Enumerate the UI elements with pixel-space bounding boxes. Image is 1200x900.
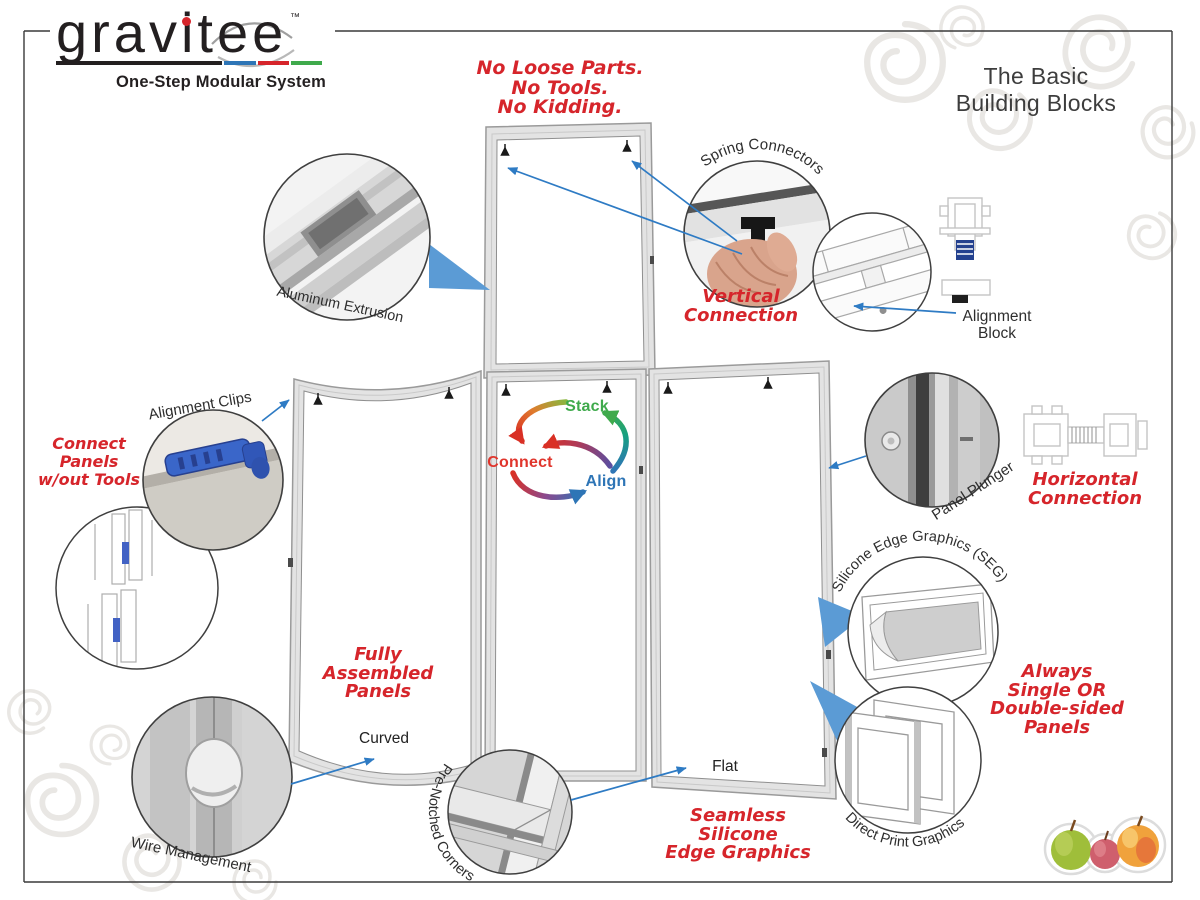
- logo-underline-red: [258, 60, 289, 65]
- orange-apple: [1117, 815, 1159, 867]
- top-panel: [483, 122, 656, 379]
- wire-management-circle: [131, 696, 293, 858]
- pre-notched-corners-circle: [447, 749, 573, 875]
- always-panels-label: Always Single OR Double-sided Panels: [990, 661, 1124, 738]
- alignment-clips-arrow: [261, 399, 290, 422]
- wire-management-line: [290, 757, 375, 785]
- horizontal-connection-label: Horizontal Connection: [1027, 469, 1143, 509]
- logo-underline-black: [56, 61, 222, 65]
- slogan-line-3: No Kidding.: [497, 96, 623, 118]
- logo-underline-green: [291, 60, 322, 65]
- vertical-connection-label: Vertical Connection: [683, 286, 799, 326]
- spring-arrow-left: [507, 167, 743, 255]
- logo-brand: gravitee: [56, 1, 288, 64]
- page-title-line-2: Building Blocks: [955, 89, 1117, 116]
- alignment-block-circle: [812, 212, 932, 332]
- red-apple: [1090, 830, 1120, 869]
- slogan: No Loose Parts. No Tools. No Kidding.: [476, 57, 644, 118]
- green-apple: [1051, 819, 1091, 870]
- direct-print-circle: [834, 686, 982, 834]
- connector-arrows: [261, 160, 957, 801]
- seamless-seg-label: Seamless Silicone Edge Graphics: [665, 805, 811, 863]
- alignment-block-label: Alignment Block: [962, 308, 1032, 342]
- logo-trademark: ™: [290, 12, 300, 23]
- connect-panels-label: Connect Panels w/out Tools: [37, 434, 141, 489]
- curved-panel-label: Curved: [359, 730, 409, 747]
- right-panel: [648, 360, 837, 800]
- vertical-connection-drawing: [939, 197, 991, 303]
- clip-diagram-circle: [55, 506, 219, 670]
- spring-arrow-right: [631, 160, 738, 242]
- logo-i-dot: [182, 17, 191, 26]
- fully-assembled-label: Fully Assembled Panels: [322, 644, 434, 702]
- alignment-block-arrow: [853, 302, 957, 314]
- seg-wedge: [818, 597, 864, 647]
- curved-panel: [288, 369, 482, 786]
- pre-notched-arrow: [570, 766, 687, 801]
- cycle-align-label: Align: [585, 473, 627, 490]
- logo-underline-blue: [224, 60, 256, 65]
- horizontal-connection-drawing: [1023, 405, 1148, 465]
- center-panel: [484, 368, 647, 782]
- aluminum-extrusion-circle: [263, 153, 431, 321]
- detail-circles: [55, 153, 1000, 875]
- seg-circle: [847, 556, 999, 708]
- apples-graphic: [1043, 815, 1167, 876]
- page-title-line-1: The Basic: [983, 63, 1089, 89]
- page-title: The Basic Building Blocks: [956, 63, 1116, 116]
- panel-plunger-arrow: [828, 455, 867, 470]
- spring-connector-pins: [313, 140, 773, 405]
- logo-tagline: One-Step Modular System: [116, 73, 326, 91]
- slogan-line-2: No Tools.: [511, 76, 609, 99]
- cycle-stack-label: Stack: [565, 398, 609, 415]
- panel-plunger-circle: [864, 372, 1000, 508]
- display-panels: [288, 122, 837, 800]
- flat-panel-label: Flat: [712, 758, 738, 775]
- cycle-connect-label: Connect: [487, 454, 553, 471]
- cycle-arrows: [508, 399, 629, 505]
- slogan-line-1: No Loose Parts.: [476, 57, 644, 79]
- aluminum-extrusion-wedge: [429, 244, 490, 290]
- panel-edge-nubs: [288, 256, 831, 757]
- page-border: [23, 30, 1173, 883]
